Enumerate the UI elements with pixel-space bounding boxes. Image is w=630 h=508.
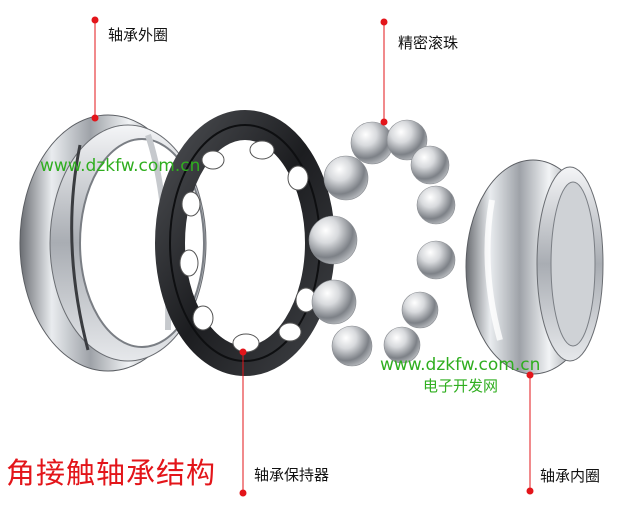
diagram-title: 角接触轴承结构 (6, 456, 217, 490)
inner-ring-shape (465, 159, 604, 375)
watermark-site-name: 电子开发网 (423, 377, 499, 395)
label-outer-ring: 轴承外圈 (108, 26, 169, 44)
watermark-url-top: www.dzkfw.com.cn (40, 156, 201, 176)
balls-shape (308, 119, 456, 367)
watermark-url-bottom: www.dzkfw.com.cn (380, 355, 541, 375)
leader-lines (91, 16, 534, 497)
label-cage: 轴承保持器 (254, 466, 330, 484)
label-balls: 精密滚珠 (398, 34, 459, 52)
label-inner-ring: 轴承内圈 (540, 467, 601, 485)
